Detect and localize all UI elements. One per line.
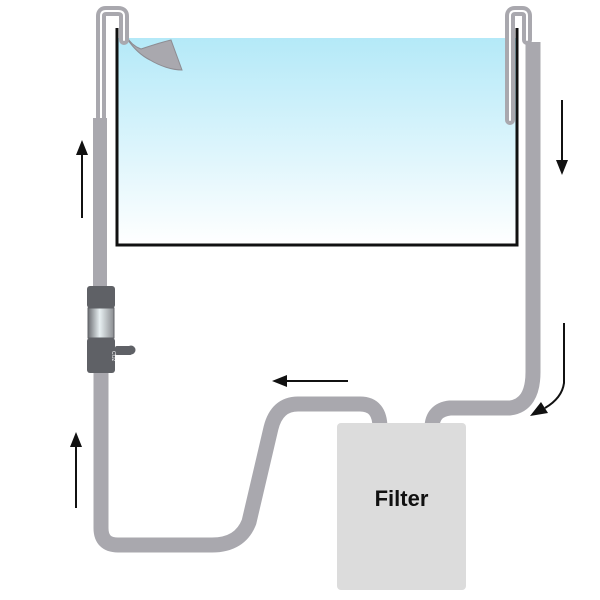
filter-box: [337, 423, 466, 590]
inline-device-knob: [126, 345, 136, 355]
filter-outlet-hose: [93, 368, 388, 553]
flow-arrow-left-lower: [70, 432, 82, 508]
intake-hose: [424, 6, 541, 429]
inline-device-label: CO2: [110, 351, 116, 362]
inline-device-top-cap: [87, 286, 115, 308]
filter-unit: Filter: [337, 423, 466, 590]
inline-device: CO2: [87, 286, 136, 373]
water: [117, 38, 517, 245]
flow-arrow-right-lower: [530, 323, 565, 416]
flow-arrow-left-upper: [76, 140, 88, 218]
inline-device-bottom-cap: [87, 338, 115, 373]
flow-arrow-bottom: [272, 375, 348, 387]
tank-outline: [115, 28, 519, 247]
outlet-nozzle: [123, 29, 183, 71]
filter-label: Filter: [375, 486, 429, 511]
flow-arrows: [70, 100, 568, 508]
inline-device-window: [87, 307, 115, 339]
return-hose: [93, 6, 129, 290]
flow-arrow-right-upper: [556, 100, 568, 175]
aquarium-tank: [115, 28, 519, 247]
